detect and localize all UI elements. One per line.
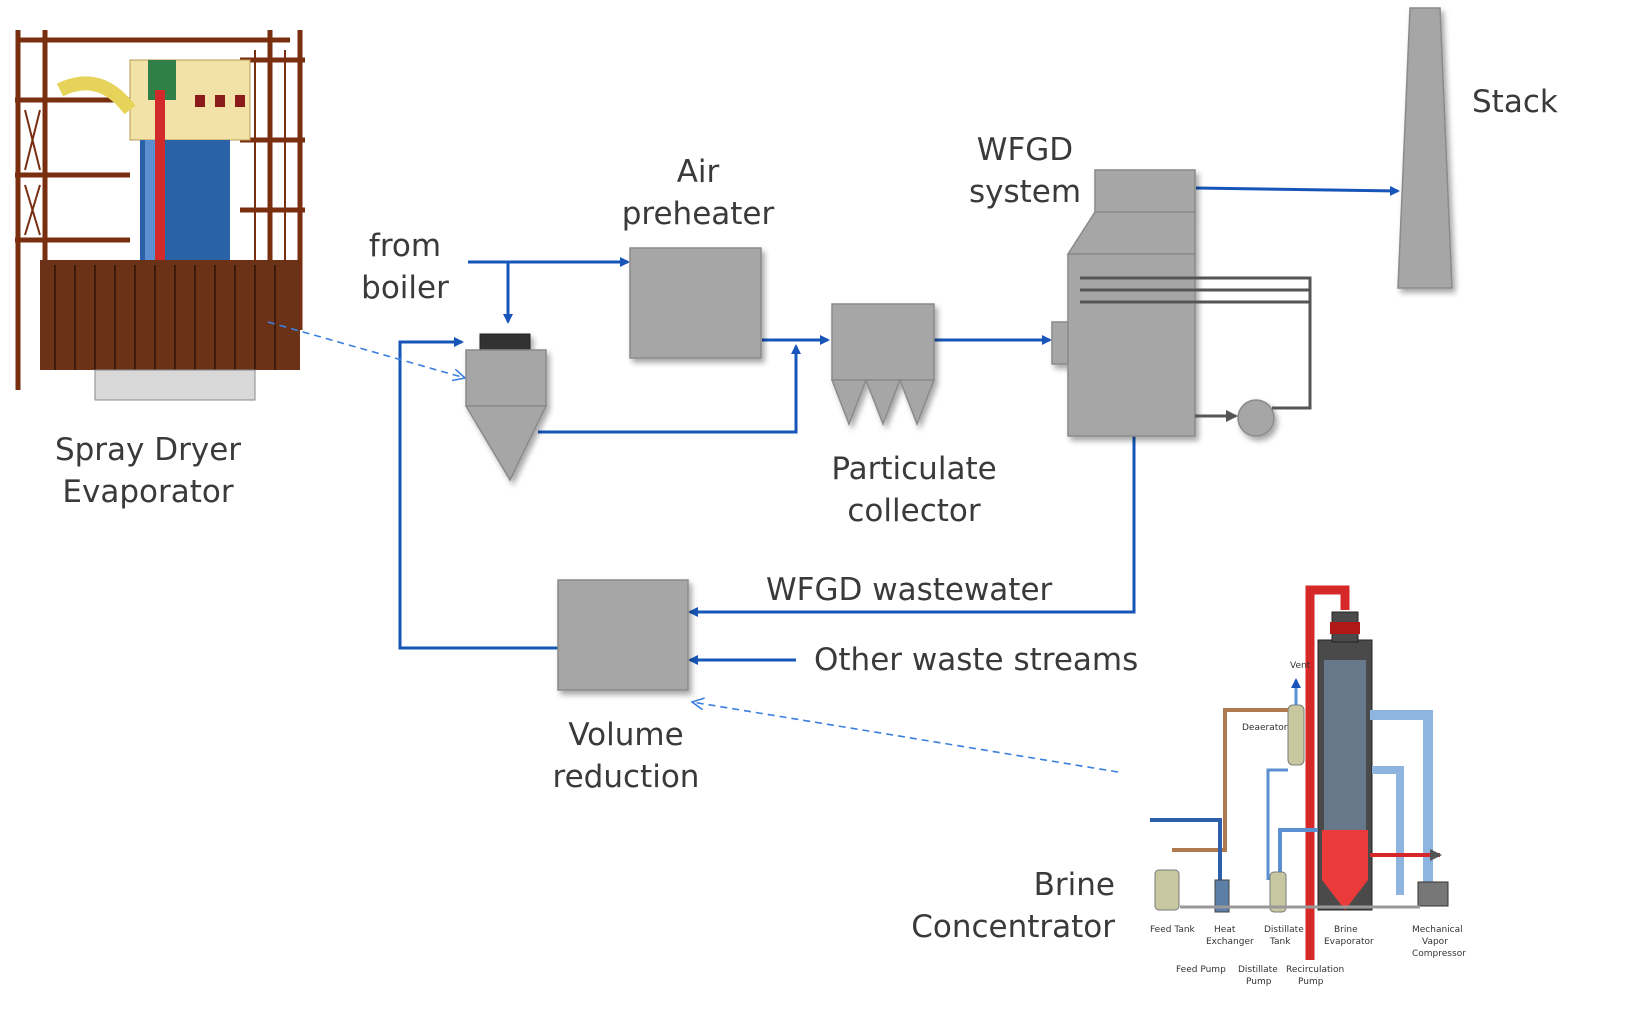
flow-volume-to-spray-dryer <box>398 337 558 650</box>
spray-dryer-illustration <box>12 22 312 402</box>
label-brine-evaporator-2: Evaporator <box>1324 937 1374 947</box>
flow-wfgd-to-stack <box>1195 185 1400 196</box>
label-distillate-tank-2: Tank <box>1269 937 1291 947</box>
label-feed-tank: Feed Tank <box>1150 925 1196 935</box>
flow-spray-dryer-return <box>538 344 801 434</box>
label-air-line2: preheater <box>622 196 775 232</box>
volume-reduction-box <box>557 579 689 691</box>
label-spray-line2: Evaporator <box>62 474 233 510</box>
label-recirculation-pump-2: Pump <box>1298 977 1324 987</box>
label-feed-pump: Feed Pump <box>1176 965 1226 975</box>
label-distillate-pump-2: Pump <box>1246 977 1272 987</box>
label-mvc-1: Mechanical <box>1412 925 1463 935</box>
air-preheater-box <box>629 247 762 359</box>
label-brine-evaporator-1: Brine <box>1334 925 1358 935</box>
brine-concentrator-illustration: Vent Deaerator Feed Tank Heat Exchanger … <box>1150 585 1466 987</box>
label-particulate-line1: Particulate <box>831 451 996 487</box>
label-stack: Stack <box>1472 84 1558 120</box>
label-mvc-2: Vapor <box>1422 937 1448 947</box>
label-wfgd-line2: system <box>969 174 1081 210</box>
label-volume-line1: Volume <box>568 717 683 753</box>
flow-wastewater <box>688 436 1136 617</box>
label-mvc-3: Compressor <box>1412 949 1466 959</box>
label-recirculation-pump-1: Recirculation <box>1286 965 1344 975</box>
label-from-line2: boiler <box>361 270 449 306</box>
label-volume-line2: reduction <box>553 759 700 795</box>
label-vent: Vent <box>1290 661 1311 671</box>
label-brine-line2: Concentrator <box>911 909 1115 945</box>
label-from-line1: from <box>369 228 441 264</box>
wfgd-recirculation-lines <box>1080 276 1312 422</box>
label-distillate-tank-1: Distillate <box>1264 925 1304 935</box>
label-spray-line1: Spray Dryer <box>55 432 241 468</box>
particulate-collector <box>830 303 936 427</box>
stack-chimney <box>1397 7 1453 289</box>
label-heat-exchanger-1: Heat <box>1214 925 1236 935</box>
dashed-link-brine <box>692 702 1119 773</box>
label-air-line1: Air <box>677 154 720 190</box>
wfgd-absorber <box>1051 169 1275 437</box>
dashed-link-spray-dryer <box>267 321 465 378</box>
label-other-streams: Other waste streams <box>814 642 1138 678</box>
label-wfgd-wastewater: WFGD wastewater <box>766 572 1053 608</box>
label-deaerator: Deaerator <box>1242 723 1288 733</box>
label-distillate-pump-1: Distillate <box>1238 965 1278 975</box>
label-heat-exchanger-2: Exchanger <box>1206 937 1254 947</box>
label-wfgd-line1: WFGD <box>977 132 1073 168</box>
label-particulate-line2: collector <box>847 493 980 529</box>
spray-dryer-vessel <box>464 333 548 482</box>
label-brine-line1: Brine <box>1034 867 1115 903</box>
